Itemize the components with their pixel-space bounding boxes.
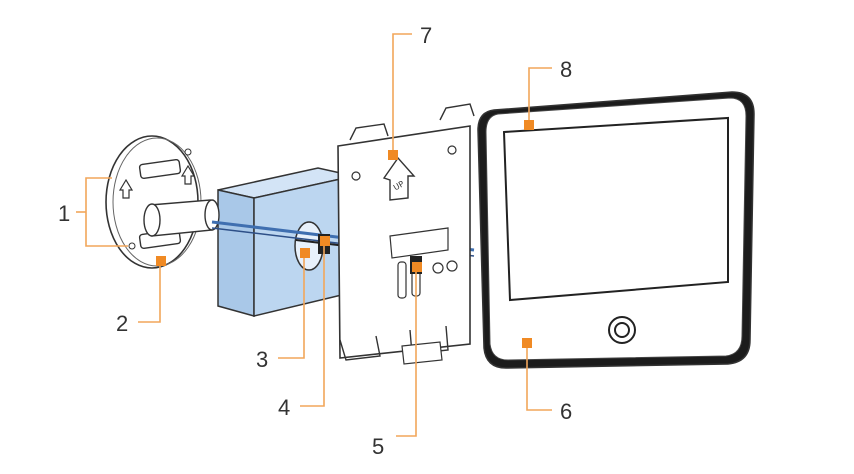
outdoor-camera-unit (105, 135, 220, 269)
callout-label-4: 4 (278, 395, 290, 420)
callout-label-2: 2 (116, 311, 128, 336)
callout-1: 1 (58, 177, 128, 247)
callout-4: 4 (278, 236, 330, 420)
callout-label-8: 8 (560, 57, 572, 82)
callout-7: 7 (388, 23, 432, 160)
callout-2: 2 (116, 256, 166, 336)
door-block (217, 167, 355, 317)
indoor-monitor (477, 91, 755, 369)
callout-label-7: 7 (420, 23, 432, 48)
callout-label-6: 6 (560, 399, 572, 424)
callout-5: 5 (372, 262, 422, 459)
callout-label-3: 3 (256, 347, 268, 372)
mounting-bracket: UP (337, 103, 475, 365)
callout-6: 6 (522, 338, 572, 424)
callout-8: 8 (524, 57, 572, 130)
callout-3: 3 (256, 248, 310, 372)
callout-label-1: 1 (58, 201, 70, 226)
callout-label-5: 5 (372, 434, 384, 459)
